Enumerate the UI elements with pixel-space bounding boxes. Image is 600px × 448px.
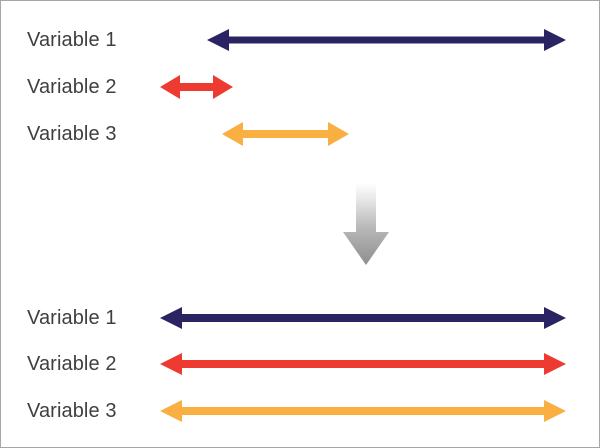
arrow-head-right-orange-bottom <box>544 400 566 422</box>
arrow-head-right-navy-bottom <box>544 307 566 329</box>
bottom-label-variable-3: Variable 3 <box>27 400 117 422</box>
arrow-shaft-orange-bottom <box>180 407 546 415</box>
down-arrow-icon <box>343 183 389 265</box>
top-arrow-variable-3 <box>222 122 349 146</box>
arrow-head-left-navy-bottom <box>160 307 182 329</box>
arrow-head-right-red-top <box>213 75 233 99</box>
arrow-head-left-orange-top <box>222 122 243 146</box>
arrow-head-right-navy-top <box>544 29 566 51</box>
bottom-arrow-variable-1 <box>160 307 566 329</box>
arrow-shaft-navy-top <box>227 36 546 44</box>
arrow-shaft-navy-bottom <box>180 314 546 322</box>
arrow-head-right-orange-top <box>328 122 349 146</box>
top-arrow-variable-1 <box>207 29 566 51</box>
arrow-head-left-red-bottom <box>160 353 182 375</box>
bottom-arrow-variable-2 <box>160 353 566 375</box>
bottom-label-variable-2: Variable 2 <box>27 353 117 375</box>
top-label-variable-1: Variable 1 <box>27 29 117 51</box>
arrow-shaft-red-top <box>178 83 215 91</box>
bottom-arrow-variable-3 <box>160 400 566 422</box>
top-label-variable-3: Variable 3 <box>27 123 117 145</box>
arrow-head-left-navy-top <box>207 29 229 51</box>
arrow-head-left-orange-bottom <box>160 400 182 422</box>
arrow-shaft-orange-top <box>241 130 330 138</box>
arrow-head-left-red-top <box>160 75 180 99</box>
top-arrow-variable-2 <box>160 75 233 99</box>
arrow-head-right-red-bottom <box>544 353 566 375</box>
arrow-shaft-red-bottom <box>180 360 546 368</box>
top-label-variable-2: Variable 2 <box>27 76 117 98</box>
bottom-label-variable-1: Variable 1 <box>27 307 117 329</box>
